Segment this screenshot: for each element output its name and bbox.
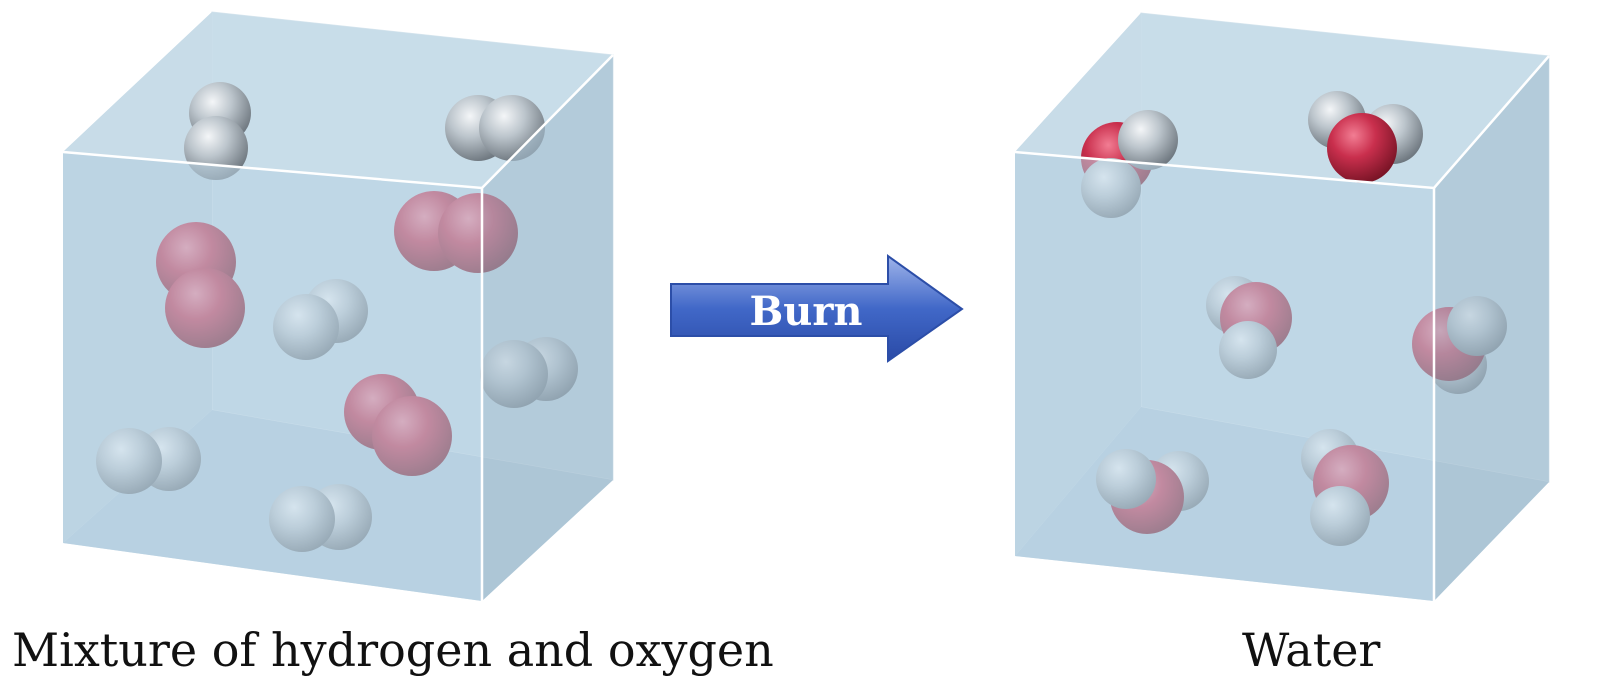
arrow-shape (670, 254, 964, 363)
left-box-front (62, 54, 614, 601)
caption-water: Water (1242, 623, 1381, 677)
left-box-front-face (63, 152, 482, 601)
burn-arrow: Burn (670, 254, 964, 363)
right-box-front-face (1015, 152, 1434, 601)
left-box-right-face (482, 55, 613, 601)
hydrogen-molecule (445, 95, 545, 161)
arrow-label: Burn (749, 288, 862, 335)
right-box-front (1014, 55, 1550, 601)
caption-mixture: Mixture of hydrogen and oxygen (12, 623, 774, 677)
right-box-right-face (1434, 56, 1549, 601)
water-molecule (1308, 91, 1423, 183)
